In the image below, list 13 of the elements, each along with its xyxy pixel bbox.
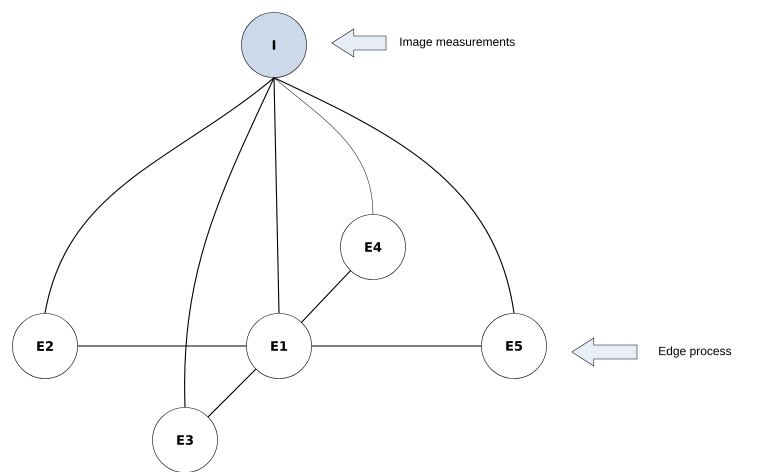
block-arrow [332,28,386,58]
connector-line [274,78,374,214]
connector-line [208,368,256,418]
connector-line [273,78,280,314]
annotation-text: Image measurements [400,38,515,48]
connector-line [274,77,515,314]
connector-line [44,77,274,314]
connector-line [301,270,351,323]
block-arrow [572,338,638,366]
connector-line [312,345,482,347]
connector-line [78,345,246,347]
annotation-text: Edge process [659,346,732,358]
connector-line [184,78,274,408]
